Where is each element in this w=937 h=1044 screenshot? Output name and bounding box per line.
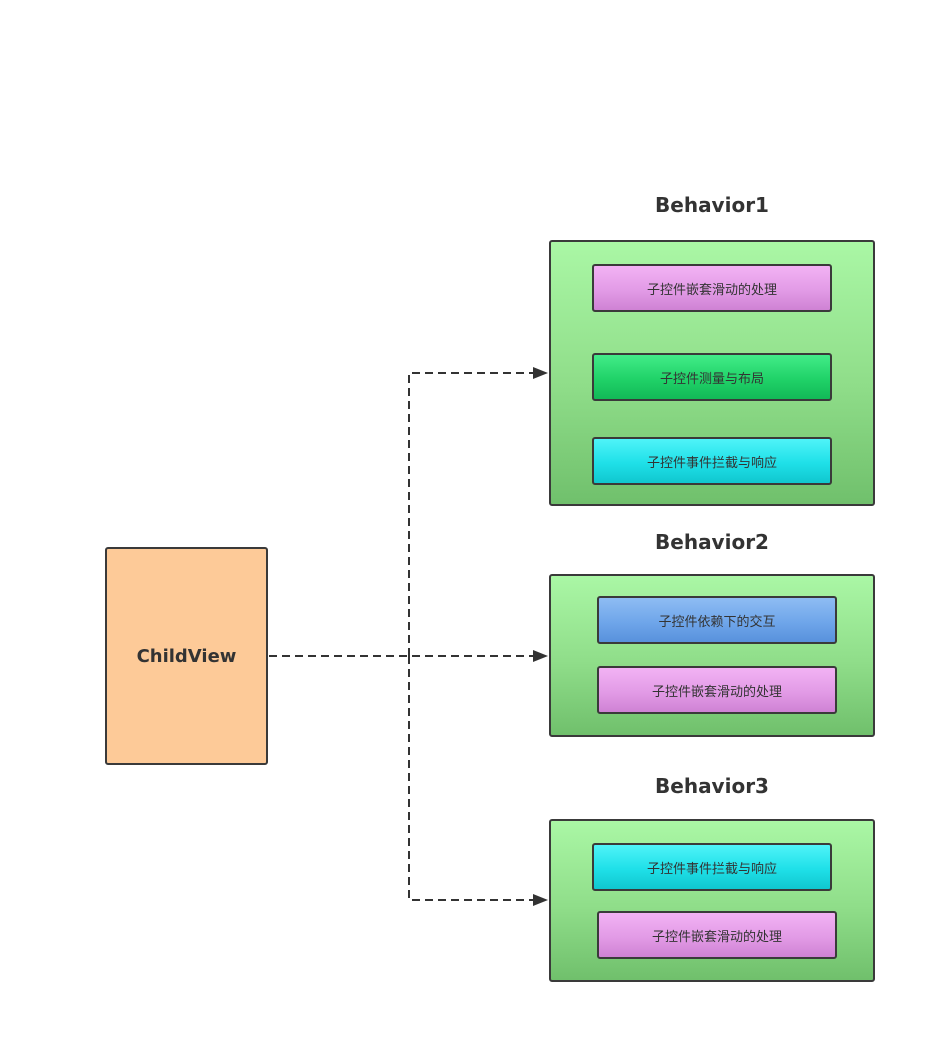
behavior3-item-event-intercept: 子控件事件拦截与响应: [592, 843, 832, 891]
behavior2-item-nested-scroll: 子控件嵌套滑动的处理: [597, 666, 837, 714]
behavior1-item-measure-layout: 子控件测量与布局: [592, 353, 832, 401]
child-view-label: ChildView: [136, 645, 237, 667]
behavior3-box: 子控件事件拦截与响应 子控件嵌套滑动的处理: [549, 819, 875, 982]
arrowhead-behavior2: [533, 650, 548, 662]
behavior1-item-event-intercept: 子控件事件拦截与响应: [592, 437, 832, 485]
behavior2-box: 子控件依赖下的交互 子控件嵌套滑动的处理: [549, 574, 875, 737]
behavior3-title: Behavior3: [655, 774, 769, 798]
arrowhead-behavior3: [533, 894, 548, 906]
child-view-node: ChildView: [105, 547, 268, 765]
connector-to-behavior3: [408, 656, 534, 901]
behavior2-item-dependency: 子控件依赖下的交互: [597, 596, 837, 644]
behavior1-title: Behavior1: [655, 193, 769, 217]
connector-to-behavior1: [408, 372, 534, 656]
behavior1-item-nested-scroll: 子控件嵌套滑动的处理: [592, 264, 832, 312]
behavior2-title: Behavior2: [655, 530, 769, 554]
behavior3-item-nested-scroll: 子控件嵌套滑动的处理: [597, 911, 837, 959]
arrowhead-behavior1: [533, 367, 548, 379]
behavior1-box: 子控件嵌套滑动的处理 子控件测量与布局 子控件事件拦截与响应: [549, 240, 875, 506]
